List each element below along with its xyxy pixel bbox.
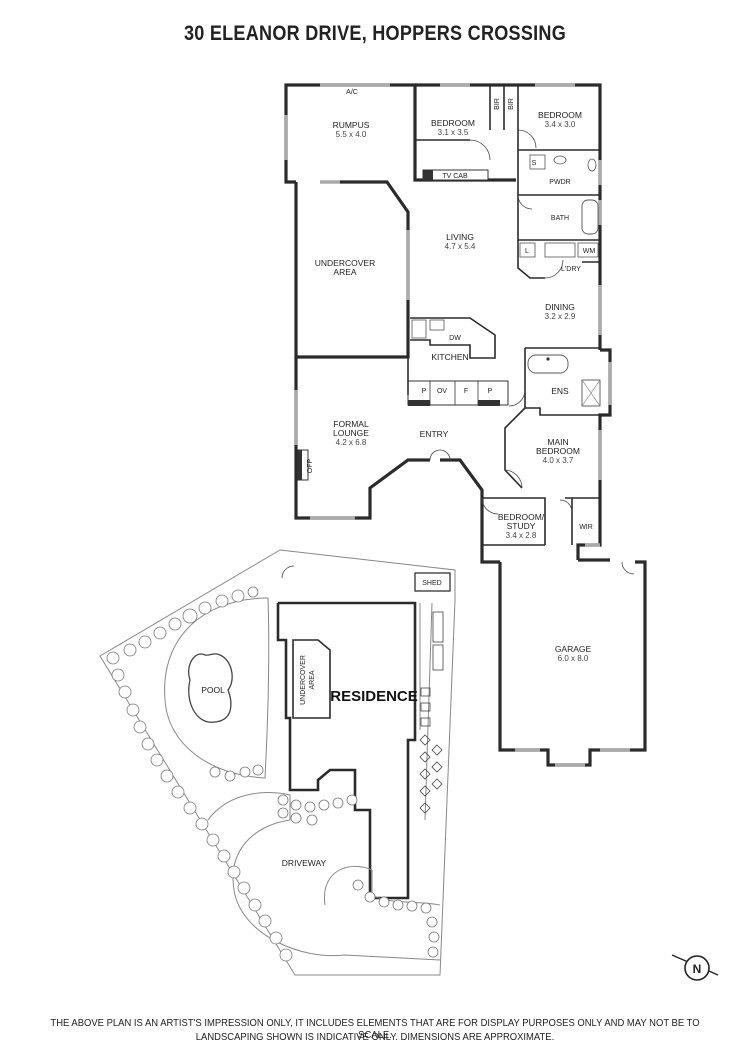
plan-title: 30 ELEANOR DRIVE, HOPPERS CROSSING <box>183 22 567 45</box>
bir-label-2: BIR <box>508 98 515 110</box>
garage-dims: 6.0 x 8.0 <box>558 654 589 663</box>
entry-label: ENTRY <box>420 429 449 439</box>
entry-wall <box>440 458 500 564</box>
lot-boundary <box>99 549 456 976</box>
undercover-label: UNDERCOVER <box>315 258 375 268</box>
formal-label-2: LOUNGE <box>333 428 369 438</box>
wm-label: WM <box>583 248 596 255</box>
bedroom2-label: BEDROOM <box>538 110 582 120</box>
living-label: LIVING <box>446 232 474 242</box>
tv-cab-label: TV CAB <box>442 173 468 180</box>
formal-lounge-wall <box>294 357 430 520</box>
kitchen-label: KITCHEN <box>431 352 468 362</box>
formal-dims: 4.2 x 6.8 <box>336 438 367 447</box>
garage-label: GARAGE <box>555 644 592 654</box>
ens-label: ENS <box>551 386 569 396</box>
ofp-label: OFP <box>307 458 314 473</box>
house-floor-plan: RUMPUS 5.5 x 4.0 A/C BEDROOM 3.1 x 3.5 B… <box>281 83 647 767</box>
site-plan: SHED POOL UNDERCOVER AREA RESIDENCE DRIV… <box>99 549 456 976</box>
dw-label: DW <box>449 335 461 342</box>
main-bedroom-label: MAIN <box>547 437 568 447</box>
residence-label: RESIDENCE <box>330 688 418 705</box>
disclaimer-line-1: THE ABOVE PLAN IS AN ARTIST'S IMPRESSION… <box>50 1017 700 1041</box>
compass-n-label: N <box>693 962 702 976</box>
pantry-left-label: P <box>422 388 427 395</box>
l-label: L <box>525 248 529 255</box>
study-label: BEDROOM/ <box>498 512 545 522</box>
north-compass: N <box>671 954 719 981</box>
fridge-label: F <box>464 388 468 395</box>
driveway-label: DRIVEWAY <box>282 858 327 868</box>
ldry-label: L'DRY <box>561 266 581 273</box>
rumpus-label: RUMPUS <box>333 120 370 130</box>
living-dims: 4.7 x 5.4 <box>445 242 476 251</box>
rumpus-dims: 5.5 x 4.0 <box>336 130 367 139</box>
disclaimer-line-2: LANDSCAPING SHOWN IS INDICATIVE ONLY. DI… <box>195 1031 555 1043</box>
dining-dims: 3.2 x 2.9 <box>545 312 576 321</box>
site-undercover-label-2: AREA <box>309 670 316 689</box>
pantry-right-label: P <box>488 388 493 395</box>
wir-label: WIR <box>579 524 593 531</box>
bedroom2-dims: 3.4 x 3.0 <box>545 120 576 129</box>
site-undercover-label: UNDERCOVER <box>300 655 307 705</box>
undercover-label-2: AREA <box>333 267 356 277</box>
formal-label: FORMAL <box>333 419 369 429</box>
s-label: S <box>532 160 537 167</box>
study-label-2: STUDY <box>507 521 536 531</box>
landscaping-trees <box>106 586 440 962</box>
shed-label: SHED <box>422 580 441 587</box>
bedroom1-dims: 3.1 x 3.5 <box>438 128 469 137</box>
dining-label: DINING <box>545 302 575 312</box>
bedroom1-label: BEDROOM <box>431 118 475 128</box>
oven-label: OV <box>437 388 447 395</box>
residence-footprint <box>276 601 417 900</box>
pwdr-label: PWDR <box>549 179 570 186</box>
rumpus-outer-wall <box>284 83 516 184</box>
main-bedroom-label-2: BEDROOM <box>536 446 580 456</box>
garage-wall <box>498 560 647 767</box>
bath-label: BATH <box>551 215 569 222</box>
bir-label-1: BIR <box>494 98 501 110</box>
main-bedroom-dims: 4.0 x 3.7 <box>543 456 574 465</box>
ac-label: A/C <box>346 89 358 96</box>
pool-label: POOL <box>201 685 225 695</box>
study-dims: 3.4 x 2.8 <box>506 531 537 540</box>
